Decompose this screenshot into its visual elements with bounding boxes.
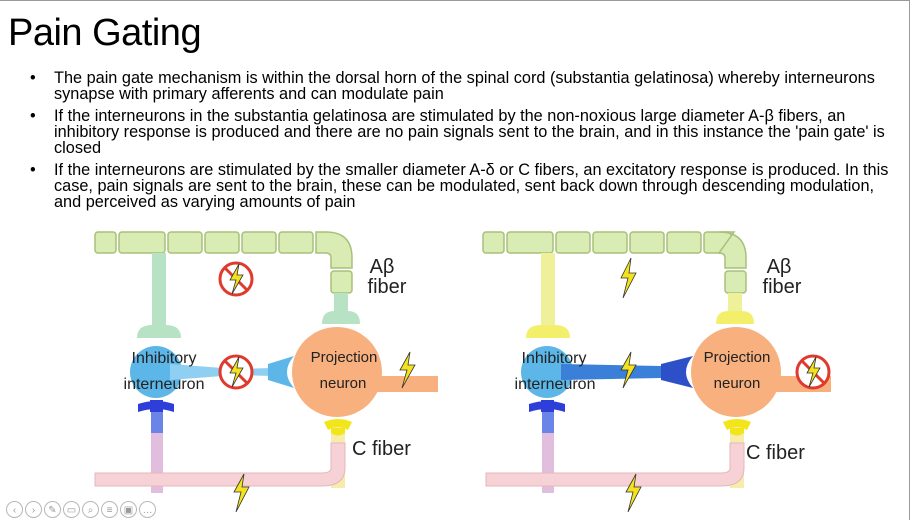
bullet-dot: • (30, 69, 36, 87)
subtitles-icon[interactable]: ≡ (101, 501, 118, 518)
highlighter-icon[interactable]: ▭ (63, 501, 80, 518)
blocked-signal-icon (218, 261, 254, 297)
blocked-signal-icon (218, 354, 254, 390)
blocked-signal-icon (795, 354, 831, 390)
ab-fiber-label: fiber (763, 276, 802, 298)
inhibitory-synapse-terminal (661, 356, 693, 388)
slideshow-toolbar: ‹ › ✎ ▭ ⌕ ≡ ▣ … (6, 501, 156, 519)
pen-icon[interactable]: ✎ (44, 501, 61, 518)
zoom-icon[interactable]: ⌕ (82, 501, 99, 518)
ab-terminal-on-projection (322, 311, 360, 324)
previous-slide-icon[interactable]: ‹ (6, 501, 23, 518)
pain-gate-open-diagram: Aβ fiber Inhibitory interneuron Projecti… (461, 228, 911, 521)
c-fiber-terminal-cap (723, 419, 751, 430)
ab-terminal-on-projection (716, 311, 754, 324)
bullet-text: If the interneurons in the substantia ge… (54, 107, 885, 157)
pain-gate-closed-svg: Aβ fiber Inhibitory interneuron Projecti… (94, 231, 438, 513)
c-fiber-label: C fiber (746, 442, 805, 464)
projection-neuron-body (691, 327, 781, 417)
descending-terminal-cap (529, 401, 565, 412)
lightning-bolt-icon (625, 473, 642, 513)
bullet-item: • The pain gate mechanism is within the d… (30, 70, 890, 102)
projection-neuron-label: neuron (320, 375, 367, 392)
inhibitory-interneuron-label: interneuron (515, 376, 596, 393)
ab-collateral-to-interneuron (152, 253, 166, 325)
ab-fiber-label: fiber (368, 276, 407, 298)
bullet-text: If the interneurons are stimulated by th… (54, 161, 889, 211)
interneuron-axon (561, 364, 661, 380)
bullet-dot: • (30, 107, 36, 125)
projection-neuron-label: neuron (714, 375, 761, 392)
inhibitory-interneuron-label: Inhibitory (132, 350, 197, 367)
ab-axon-to-projection (334, 293, 348, 311)
ab-fiber-label: Aβ (370, 256, 395, 278)
video-camera-icon[interactable]: ▣ (120, 501, 137, 518)
c-fiber-label: C fiber (352, 438, 411, 460)
inhibitory-interneuron-body (521, 346, 573, 398)
projection-neuron-label: Projection (704, 349, 771, 366)
ab-fiber-myelinated-axon (482, 231, 747, 294)
inhibitory-interneuron-label: Inhibitory (522, 350, 587, 367)
pain-gate-closed-diagram: Aβ fiber Inhibitory interneuron Projecti… (0, 228, 450, 521)
c-fiber-terminal-stem (331, 428, 345, 436)
descending-terminal-cap (138, 401, 174, 412)
bullet-item: • If the interneurons in the substantia g… (30, 108, 890, 156)
projection-neuron-body (292, 327, 382, 417)
ab-collateral-to-interneuron (541, 253, 555, 325)
projection-neuron-label: Projection (311, 349, 378, 366)
inhibitory-synapse-terminal (268, 356, 294, 388)
ab-fiber-myelinated-axon (94, 231, 353, 294)
next-slide-icon[interactable]: › (25, 501, 42, 518)
slide-title: Pain Gating (8, 12, 202, 54)
ab-fiber-label: Aβ (767, 256, 792, 278)
ab-axon-to-projection (728, 293, 742, 311)
c-fiber-axon (485, 442, 745, 487)
lightning-bolt-icon (399, 351, 416, 389)
bullet-item: • If the interneurons are stimulated by t… (30, 162, 890, 210)
pain-gate-open-svg: Aβ fiber Inhibitory interneuron Projecti… (482, 231, 831, 513)
bullet-dot: • (30, 161, 36, 179)
bullet-text: The pain gate mechanism is within the do… (54, 69, 875, 103)
lightning-bolt-icon (620, 257, 637, 299)
ab-terminal-on-interneuron (137, 325, 181, 338)
ab-terminal-on-interneuron (526, 325, 570, 338)
lightning-bolt-icon (620, 351, 637, 389)
c-fiber-terminal-cap (324, 419, 352, 430)
lightning-bolt-icon (233, 473, 250, 513)
bullet-list: • The pain gate mechanism is within the d… (30, 70, 890, 216)
more-icon[interactable]: … (139, 501, 156, 518)
c-fiber-axon (94, 442, 346, 487)
c-fiber-terminal-stem (730, 428, 744, 436)
inhibitory-interneuron-label: interneuron (124, 376, 205, 393)
inhibitory-interneuron-body (130, 346, 182, 398)
